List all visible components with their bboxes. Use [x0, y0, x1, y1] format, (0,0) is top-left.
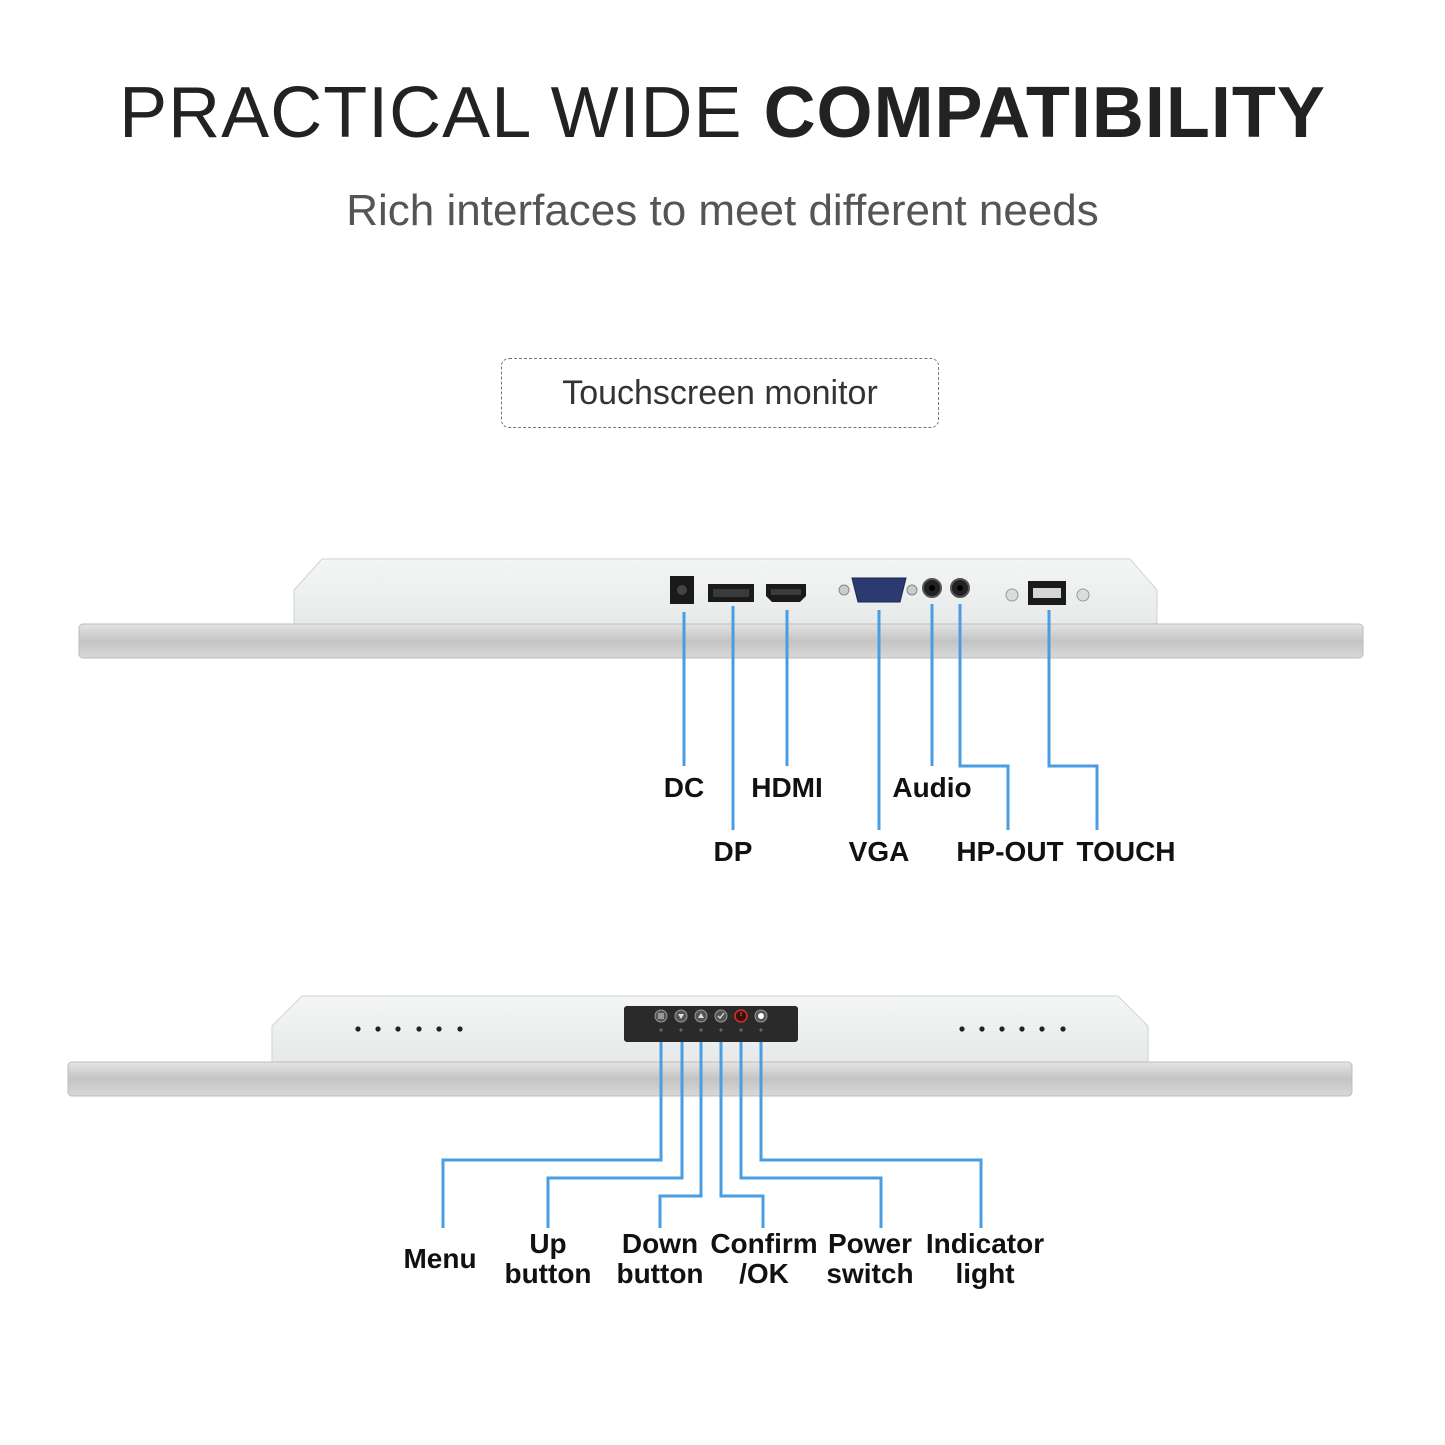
up-label-line1: Up [529, 1228, 566, 1259]
product-badge: Touchscreen monitor [501, 358, 939, 428]
io-leader-lines [682, 604, 1099, 830]
down-arrow-icon [674, 1009, 688, 1023]
control-buttons-view: Menu Up button Down button Confirm /OK P… [67, 995, 1353, 1289]
menu-leader [441, 1042, 663, 1228]
down-label-line2: button [616, 1258, 703, 1289]
io-bezel [78, 623, 1364, 659]
up-leader [546, 1042, 684, 1228]
touch-label: TOUCH [1076, 836, 1175, 867]
dc-label: DC [664, 772, 704, 803]
touch-leader [1047, 610, 1099, 830]
touch-usb-port [1028, 581, 1066, 605]
down-leader [658, 1042, 703, 1228]
indicator-light-icon [754, 1009, 768, 1023]
dc-port [670, 576, 694, 604]
left-speaker-dots [355, 1026, 463, 1032]
product-badge-label: Touchscreen monitor [562, 373, 878, 412]
page-subtitle: Rich interfaces to meet different needs [346, 186, 1099, 235]
right-speaker-dots [959, 1026, 1066, 1032]
up-arrow-icon [694, 1009, 708, 1023]
menu-button-icon [654, 1009, 668, 1023]
rear-io-view: DC HDMI Audio DP VGA HP-OUT TOUCH [78, 558, 1364, 867]
dp-label: DP [714, 836, 753, 867]
title-light-part: PRACTICAL WIDE [119, 73, 764, 153]
button-leader-lines [441, 1042, 983, 1228]
button-strip [624, 1006, 798, 1042]
title-bold-part: COMPATIBILITY [763, 73, 1326, 153]
down-label-line1: Down [622, 1228, 698, 1259]
confirm-label-line1: Confirm [710, 1228, 817, 1259]
power-icon [734, 1009, 748, 1023]
confirm-check-icon [714, 1009, 728, 1023]
dp-port [708, 584, 754, 602]
power-label-line2: switch [826, 1258, 913, 1289]
page-title: PRACTICAL WIDE COMPATIBILITY [0, 72, 1445, 154]
hdmi-label: HDMI [751, 772, 823, 803]
vga-port [838, 577, 918, 603]
controls-bezel [67, 1061, 1353, 1097]
indicator-label-line2: light [955, 1258, 1014, 1289]
vga-label: VGA [849, 836, 910, 867]
power-leader [739, 1042, 883, 1228]
confirm-label-line2: /OK [739, 1258, 789, 1289]
indicator-label-line1: Indicator [926, 1228, 1044, 1259]
audio-label: Audio [892, 772, 971, 803]
up-label-line2: button [504, 1258, 591, 1289]
confirm-leader [719, 1042, 765, 1228]
hdmi-port [766, 584, 806, 602]
menu-label: Menu [403, 1243, 476, 1274]
hp-out-leader [958, 604, 1010, 830]
power-label-line1: Power [828, 1228, 912, 1259]
indicator-leader [759, 1042, 983, 1228]
hp-out-label: HP-OUT [956, 836, 1063, 867]
